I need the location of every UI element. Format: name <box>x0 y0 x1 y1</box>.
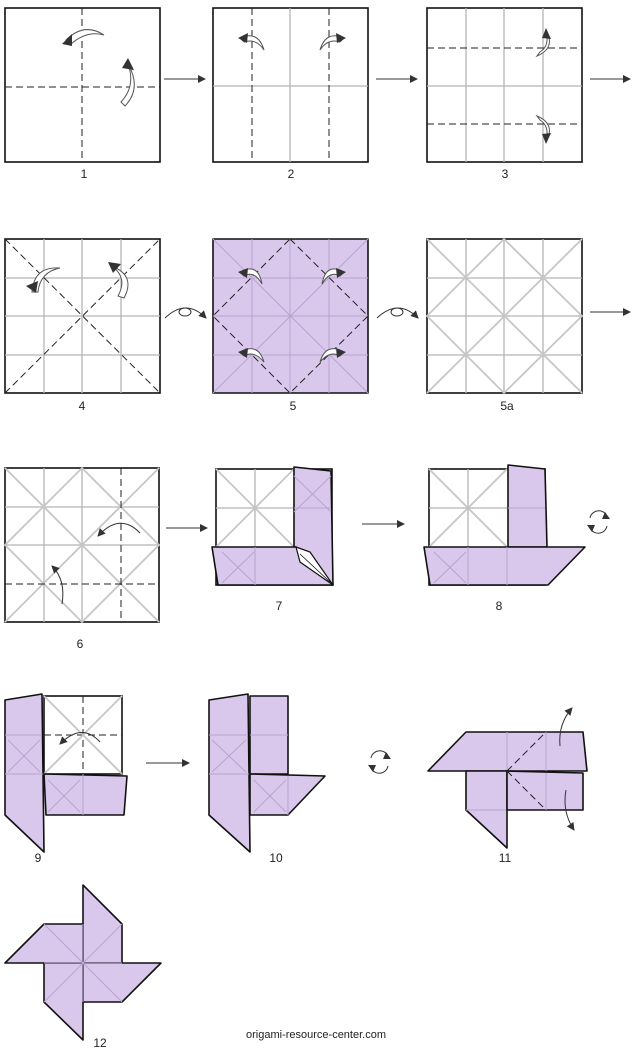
step-label: 7 <box>276 599 283 613</box>
step-5-diagram <box>212 238 369 394</box>
turn-over-icon <box>164 307 207 319</box>
site-credit: origami-resource-center.com <box>246 1029 386 1041</box>
step-3-diagram <box>426 7 583 163</box>
step-label: 5a <box>500 399 514 413</box>
step-label: 8 <box>496 599 503 613</box>
step-9-diagram <box>4 693 128 853</box>
fold-arrow-icon <box>65 29 105 46</box>
step-2-diagram <box>212 7 369 163</box>
fold-arrow-icon <box>31 267 61 293</box>
step-label: 11 <box>499 851 512 865</box>
step-5a-diagram <box>425 237 584 395</box>
step-1-diagram <box>4 7 161 163</box>
rotate-icon <box>368 750 391 774</box>
step-8-diagram <box>423 464 586 586</box>
step-12-diagram <box>4 884 162 1041</box>
step-label: 1 <box>81 167 88 181</box>
step-label: 5 <box>290 399 297 413</box>
step-label: 3 <box>502 167 509 181</box>
step-10-diagram <box>208 693 326 853</box>
step-label: 4 <box>79 399 86 413</box>
step-6-diagram <box>3 466 161 624</box>
turn-over-icon <box>376 307 419 319</box>
step-label: 2 <box>288 167 295 181</box>
rotate-icon <box>587 510 610 534</box>
step-11-diagram <box>427 707 588 849</box>
step-label: 6 <box>77 637 84 651</box>
step-7-diagram <box>211 466 334 586</box>
step-label: 9 <box>35 851 42 865</box>
step-label: 12 <box>93 1036 107 1050</box>
step-label: 10 <box>269 851 283 865</box>
step-4-diagram <box>4 238 161 394</box>
